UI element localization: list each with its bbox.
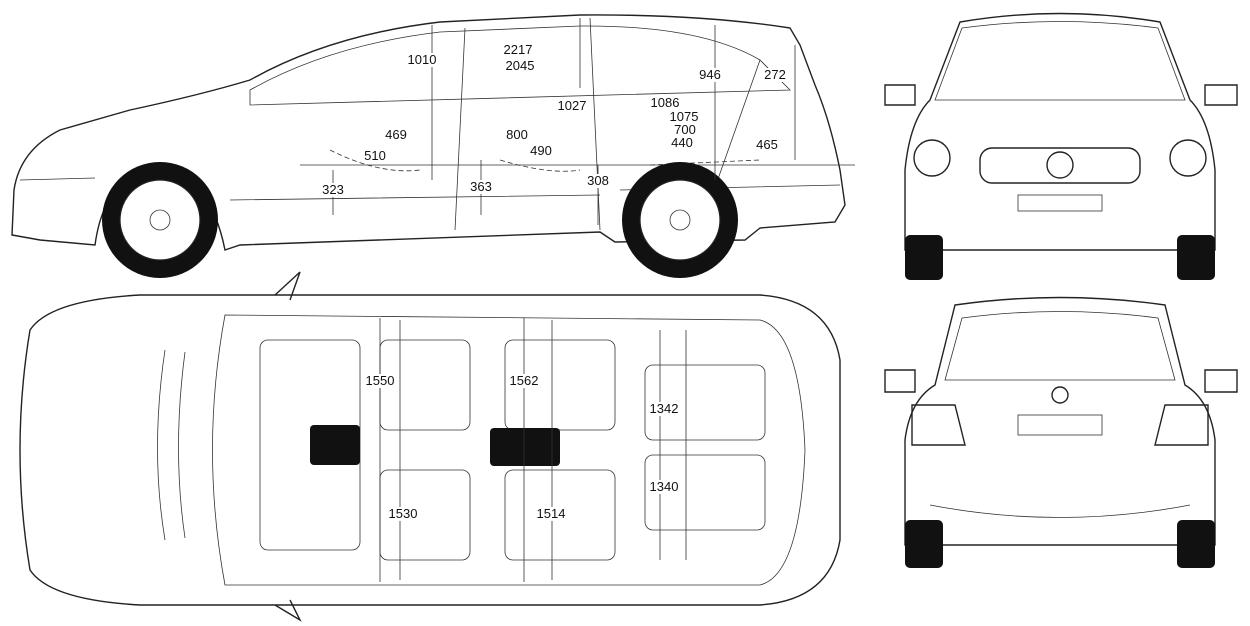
dimension-label: 2045 [504, 58, 536, 73]
dimension-label: 1075 [668, 109, 700, 124]
dimension-label: 308 [586, 173, 610, 188]
dimension-label: 323 [321, 182, 345, 197]
dimension-label: 1550 [364, 373, 396, 388]
dimension-label: 272 [763, 67, 787, 82]
dimension-label: 440 [670, 135, 694, 150]
dimension-label: 510 [363, 148, 387, 163]
dimension-label: 1514 [535, 506, 567, 521]
dimension-label: 946 [698, 67, 722, 82]
rear-view [884, 296, 1238, 568]
dimension-label: 363 [469, 179, 493, 194]
dimension-label: 1342 [648, 401, 680, 416]
dimension-label: 465 [755, 137, 779, 152]
dimension-label: 1562 [508, 373, 540, 388]
front-view [884, 12, 1238, 280]
dimension-label: 469 [384, 127, 408, 142]
dimension-label: 1010 [406, 52, 438, 67]
dimension-label: 1340 [648, 479, 680, 494]
dimension-label: 1027 [556, 98, 588, 113]
top-view [19, 271, 841, 622]
dimension-label: 800 [505, 127, 529, 142]
dimension-label: 490 [529, 143, 553, 158]
dimension-label: 1086 [649, 95, 681, 110]
dimension-label: 700 [673, 122, 697, 137]
dimension-label: 1530 [387, 506, 419, 521]
side-view [11, 14, 855, 278]
dimension-label: 2217 [502, 42, 534, 57]
